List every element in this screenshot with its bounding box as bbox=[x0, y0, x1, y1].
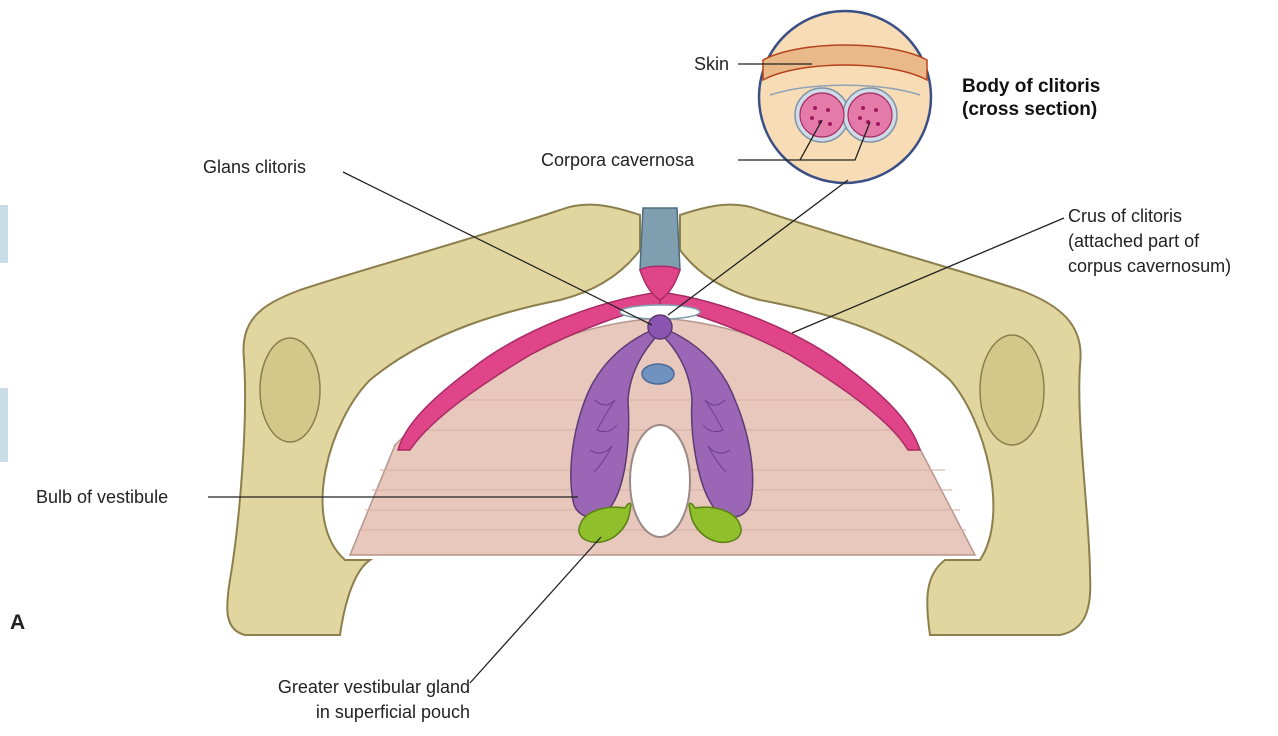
pubic-symphysis bbox=[640, 208, 680, 270]
left-obturator bbox=[260, 338, 320, 442]
label-skin: Skin bbox=[694, 53, 729, 75]
label-crus-line-1: Crus of clitoris bbox=[1068, 205, 1182, 227]
label-gland-line-2: in superficial pouch bbox=[228, 701, 470, 723]
urethra bbox=[642, 364, 674, 384]
vaginal-orifice bbox=[630, 425, 690, 537]
panel-letter: A bbox=[10, 612, 25, 634]
inset-title-line-2: (cross section) bbox=[962, 99, 1097, 121]
glans-clitoris bbox=[648, 315, 672, 339]
label-glans-clitoris: Glans clitoris bbox=[203, 156, 306, 178]
label-crus-line-2: (attached part of bbox=[1068, 230, 1199, 252]
label-bulb-of-vestibule: Bulb of vestibule bbox=[36, 486, 168, 508]
right-obturator bbox=[980, 335, 1044, 445]
label-gland-line-1: Greater vestibular gland bbox=[228, 676, 470, 698]
label-crus-line-3: corpus cavernosum) bbox=[1068, 255, 1231, 277]
inset-title-line-1: Body of clitoris bbox=[962, 76, 1100, 98]
right-corpus-cavernosum bbox=[848, 93, 892, 137]
left-corpus-cavernosum bbox=[800, 93, 844, 137]
cross-section-inset bbox=[759, 11, 931, 183]
label-corpora-cavernosa: Corpora cavernosa bbox=[541, 149, 694, 171]
